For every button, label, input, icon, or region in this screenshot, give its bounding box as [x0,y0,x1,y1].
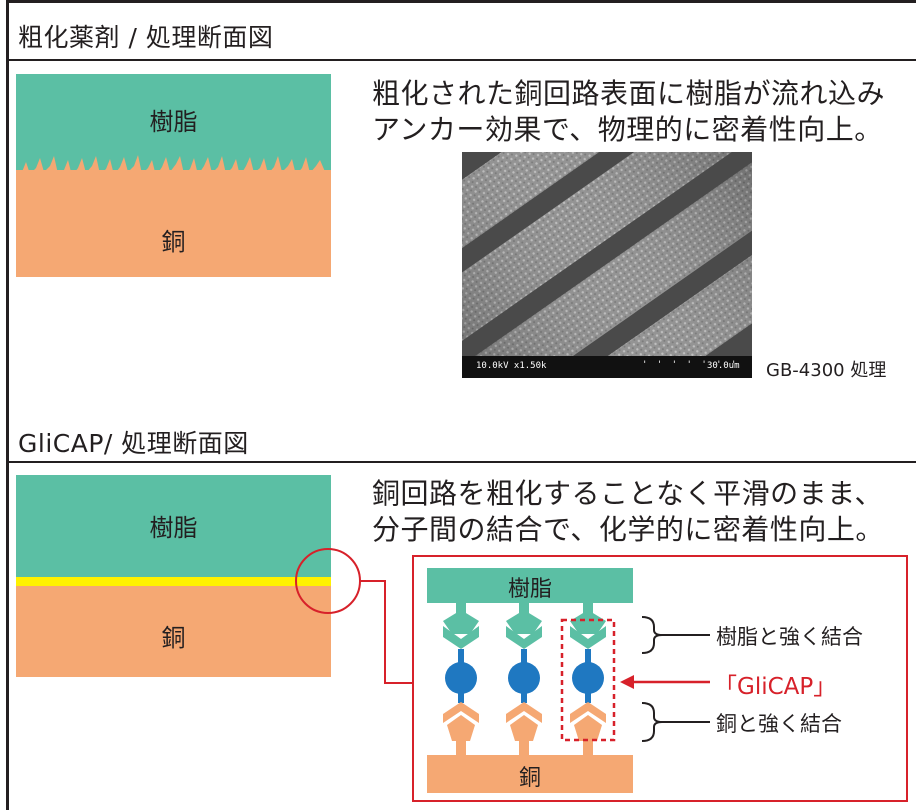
sem-scale-text: 30.0um [707,361,740,371]
diagram-copper-bar [427,755,633,793]
roughened-cross-section: 樹脂 銅 [16,74,331,277]
glicap-label: 「GliCAP」 [714,674,837,700]
section1-desc-line2: アンカー効果で、物理的に密着性向上。 [372,113,883,146]
section2-desc-line2: 分子間の結合で、化学的に密着性向上。 [372,513,884,546]
section1-title: 粗化薬剤 / 処理断面図 [18,23,274,52]
glicap-cross-section: 樹脂 銅 [16,475,331,677]
resin-label: 樹脂 [149,514,198,542]
section2-title: GliCAP/ 処理断面図 [18,429,249,458]
section1-rule [9,59,916,61]
resin-bond-brace [641,616,663,654]
copper-label: 銅 [161,624,186,652]
molecular-diagram: 樹脂 銅 樹脂と強く結合 「GliCAP」 銅と強く結合 [412,555,908,802]
copper-label: 銅 [161,228,186,256]
glicap-molecule [570,603,606,755]
section1-description: 粗化された銅回路表面に樹脂が流れ込み アンカー効果で、物理的に密着性向上。 [372,76,885,148]
glicap-molecule [506,603,542,755]
resin-layer [16,475,331,577]
diagram-resin-label: 樹脂 [507,577,552,602]
section1-desc-line1: 粗化された銅回路表面に樹脂が流れ込み [372,77,886,110]
zoom-connector [360,580,412,684]
zoom-circle [295,548,361,614]
resin-layer [16,74,331,170]
sem-scale-ticks: ' ' ' ' ' ' ' [642,360,739,370]
section2-rule [9,461,916,463]
copper-bond-brace [641,702,663,742]
resin-bond-label: 樹脂と強く結合 [716,625,863,649]
molecular-diagram-graphic [427,568,710,793]
copper-bond-label: 銅と強く結合 [716,712,842,736]
glicap-layer [16,577,331,586]
sem-voltage-text: 10.0kV x1.50k [476,361,547,371]
copper-layer [16,586,331,677]
sem-info-bar: 10.0kV x1.50k ' ' ' ' ' ' ' 30.0um [462,356,752,378]
glicap-arrow-head [620,675,634,689]
section2-description: 銅回路を粗化することなく平滑のまま、 分子間の結合で、化学的に密着性向上。 [372,476,884,548]
rough-interface [16,155,331,194]
glicap-molecule [443,603,479,755]
resin-label: 樹脂 [149,108,198,136]
sem-micrograph: 10.0kV x1.50k ' ' ' ' ' ' ' 30.0um [462,152,752,378]
diagram-copper-label: 銅 [518,766,541,791]
diagram-resin-bar [427,568,633,603]
sem-image [462,152,752,378]
section2-desc-line1: 銅回路を粗化することなく平滑のまま、 [372,477,884,510]
page-frame [6,0,916,810]
highlight-dashed-box [560,618,616,742]
sem-caption: GB-4300 処理 [766,360,887,381]
